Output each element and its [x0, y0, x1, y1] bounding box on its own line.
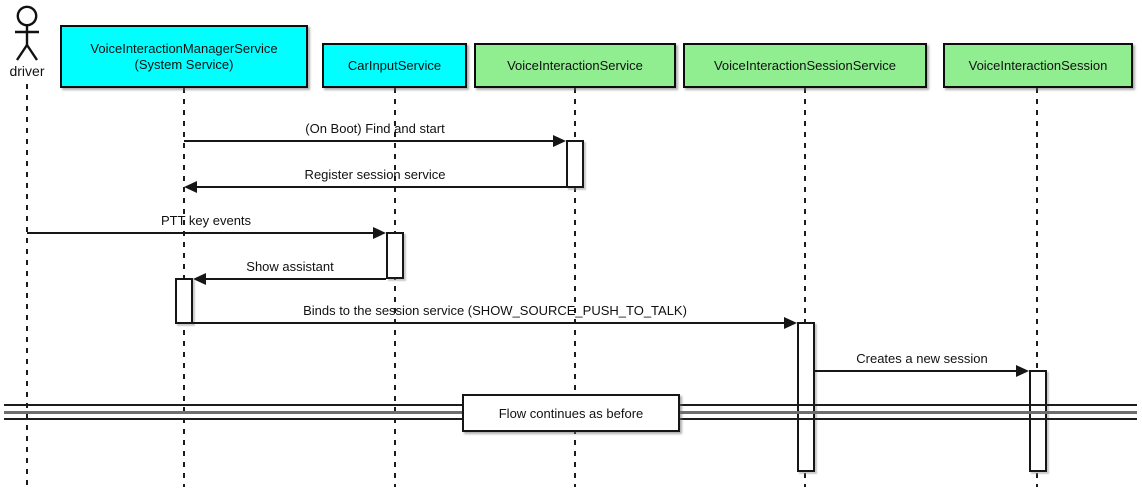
activation-voiceinteractionservice [566, 140, 584, 188]
participant-label: VoiceInteractionSession [968, 57, 1108, 73]
divider-label-box: Flow continues as before [462, 394, 680, 432]
participant-carinputservice: CarInputService [322, 43, 467, 88]
participant-label: VoiceInteractionSessionService [713, 57, 897, 73]
arrowhead-right-icon [373, 227, 386, 239]
message-line [206, 278, 386, 280]
message-label-ptt-key-events: PTT key events [160, 213, 252, 228]
actor-driver-label: driver [9, 63, 45, 79]
arrowhead-left-icon [193, 273, 206, 285]
message-line [815, 370, 1017, 372]
message-line [27, 232, 374, 234]
participant-label: VoiceInteractionService [507, 57, 643, 73]
message-line [197, 186, 566, 188]
divider-label: Flow continues as before [498, 405, 644, 421]
participant-voiceinteractionmanagerservice: VoiceInteractionManagerService (System S… [60, 25, 308, 88]
lifeline-driver [26, 84, 28, 487]
actor-icon [6, 3, 48, 68]
message-label-binds-to-session-service: Binds to the session service (SHOW_SOURC… [303, 303, 687, 318]
lifeline-carinputservice [394, 88, 396, 487]
message-label-on-boot-find-and-start: (On Boot) Find and start [305, 121, 445, 136]
arrowhead-right-icon [553, 135, 566, 147]
lifeline-voiceinteractionsession [1036, 88, 1038, 487]
message-label-creates-a-new-session: Creates a new session [856, 351, 988, 366]
participant-label: VoiceInteractionManagerService [90, 40, 278, 56]
message-label-register-session-service: Register session service [304, 167, 446, 182]
lifeline-voiceinteractionsessionservice [804, 88, 806, 487]
activation-voiceinteractionmanagerservice [175, 278, 193, 324]
message-line [193, 322, 785, 324]
participant-voiceinteractionservice: VoiceInteractionService [474, 43, 676, 88]
participant-voiceinteractionsessionservice: VoiceInteractionSessionService [683, 43, 927, 88]
arrowhead-right-icon [1016, 365, 1029, 377]
activation-carinputservice [386, 232, 404, 279]
participant-voiceinteractionsession: VoiceInteractionSession [943, 43, 1133, 88]
activation-voiceinteractionsession [1029, 370, 1047, 472]
participant-sublabel: (System Service) [134, 56, 234, 72]
message-line [184, 140, 554, 142]
arrowhead-right-icon [784, 317, 797, 329]
lifeline-voiceinteractionservice [574, 88, 576, 487]
arrowhead-left-icon [184, 181, 197, 193]
activation-voiceinteractionsessionservice [797, 322, 815, 472]
message-label-show-assistant: Show assistant [246, 259, 334, 274]
participant-label: CarInputService [347, 57, 442, 73]
